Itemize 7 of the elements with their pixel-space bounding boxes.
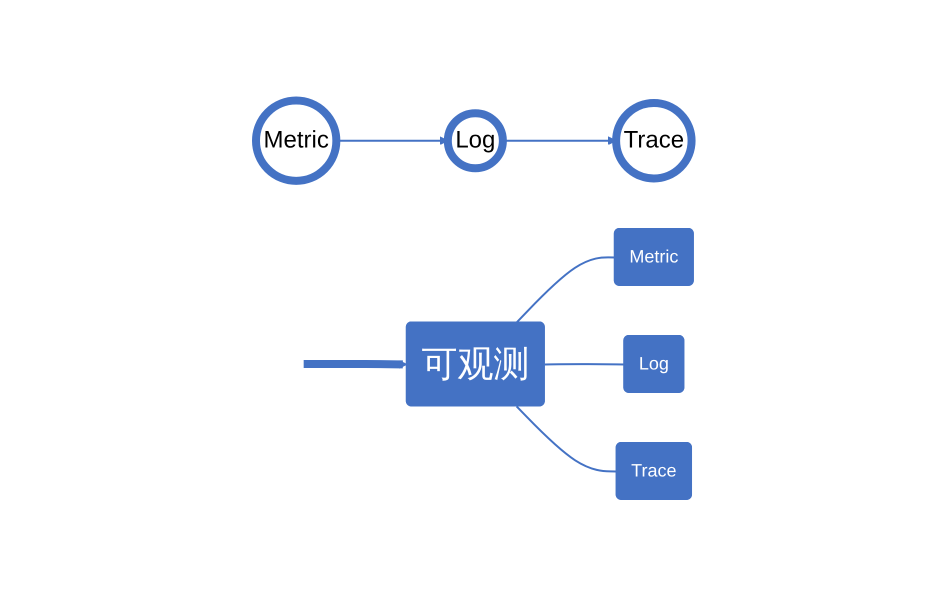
connector <box>516 405 618 472</box>
connector <box>545 362 625 365</box>
node-circle: Trace <box>612 98 696 182</box>
arrow <box>304 359 408 368</box>
node-circle: Metric <box>252 96 341 184</box>
connector <box>516 256 616 323</box>
node-circle: Log <box>444 108 508 172</box>
